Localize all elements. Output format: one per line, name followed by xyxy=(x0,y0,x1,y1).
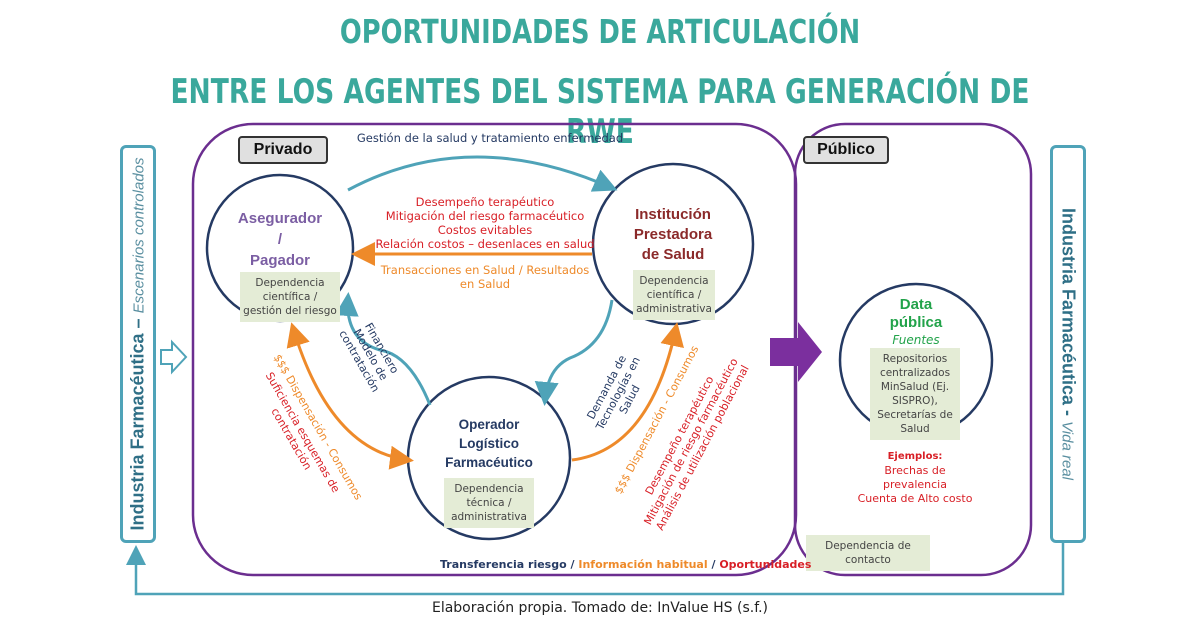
side-label-right: Industria Farmacéutica - Vida real xyxy=(1050,145,1086,543)
title-line-2: ENTRE LOS AGENTES DEL SISTEMA PARA GENER… xyxy=(170,72,1030,152)
opportunities-top: Desempeño terapéutico Mitigación del rie… xyxy=(370,195,600,251)
legend-sep: / xyxy=(707,558,720,571)
side-label-left: Industria Farmacéutica – Escenarios cont… xyxy=(120,145,156,543)
asegurador-title: Asegurador / Pagador xyxy=(237,210,323,269)
opportunity-item: Desempeño terapéutico xyxy=(415,195,555,209)
operador-title: Operador Logístico Farmacéutico xyxy=(445,417,533,470)
data-title: Data pública xyxy=(889,296,943,331)
example-item: Cuenta de Alto costo xyxy=(857,492,973,505)
legend-blue: Transferencia riesgo xyxy=(440,558,567,571)
example-item: Brechas de prevalencia xyxy=(883,464,947,491)
title-line-1: OPORTUNIDADES DE ARTICULACIÓN xyxy=(339,12,861,51)
footer-caption: Elaboración propia. Tomado de: InValue H… xyxy=(431,600,769,616)
public-purple-arrow xyxy=(770,322,822,382)
examples-heading: Ejemplos: xyxy=(887,451,943,462)
side-left-italic: Escenarios controlados xyxy=(130,157,148,314)
side-right-italic: Vida real xyxy=(1058,421,1076,481)
asegurador-dep: Dependencia científica / gestión del rie… xyxy=(240,272,340,322)
operador-dep: Dependencia técnica / administrativa xyxy=(444,478,534,528)
legend-orange: Información habitual xyxy=(578,558,708,571)
tag-publico: Público xyxy=(803,136,889,164)
opportunity-item: Relación costos – desenlaces en salud xyxy=(375,237,595,251)
side-left-bold: Industria Farmacéutica – xyxy=(127,313,148,531)
examples: Ejemplos: Brechas de prevalencia Cuenta … xyxy=(855,450,975,506)
left-hollow-arrow xyxy=(160,339,188,375)
label-habitual-top: Transacciones en Salud / Resultados en S… xyxy=(380,263,590,291)
data-subtitle: Fuentes xyxy=(892,333,940,347)
arc-demanda-blue xyxy=(534,299,614,406)
data-dep: Repositorios centralizados MinSalud (Ej.… xyxy=(870,348,960,440)
opportunity-item: Mitigación del riesgo farmacéutico xyxy=(385,209,585,223)
label-top-arc: Gestión de la salud y tratamiento enferm… xyxy=(356,131,624,145)
feedback-loop-line xyxy=(126,540,1065,596)
side-right-bold: Industria Farmacéutica - xyxy=(1058,207,1079,422)
contact-dependency: Dependencia de contacto xyxy=(806,535,930,571)
tag-privado: Privado xyxy=(238,136,328,164)
legend-red: Oportunidades xyxy=(719,558,812,571)
arc-top-blue xyxy=(347,155,618,192)
arc-left-orange xyxy=(286,322,414,470)
arc-right-orange xyxy=(571,322,684,462)
legend-sep: / xyxy=(566,558,579,571)
institucion-dep: Dependencia científica / administrativa xyxy=(633,270,715,320)
institucion-title: Institución Prestadora de Salud xyxy=(633,206,713,263)
opportunity-item: Costos evitables xyxy=(437,223,533,237)
legend: Transferencia riesgo / Información habit… xyxy=(440,558,811,571)
